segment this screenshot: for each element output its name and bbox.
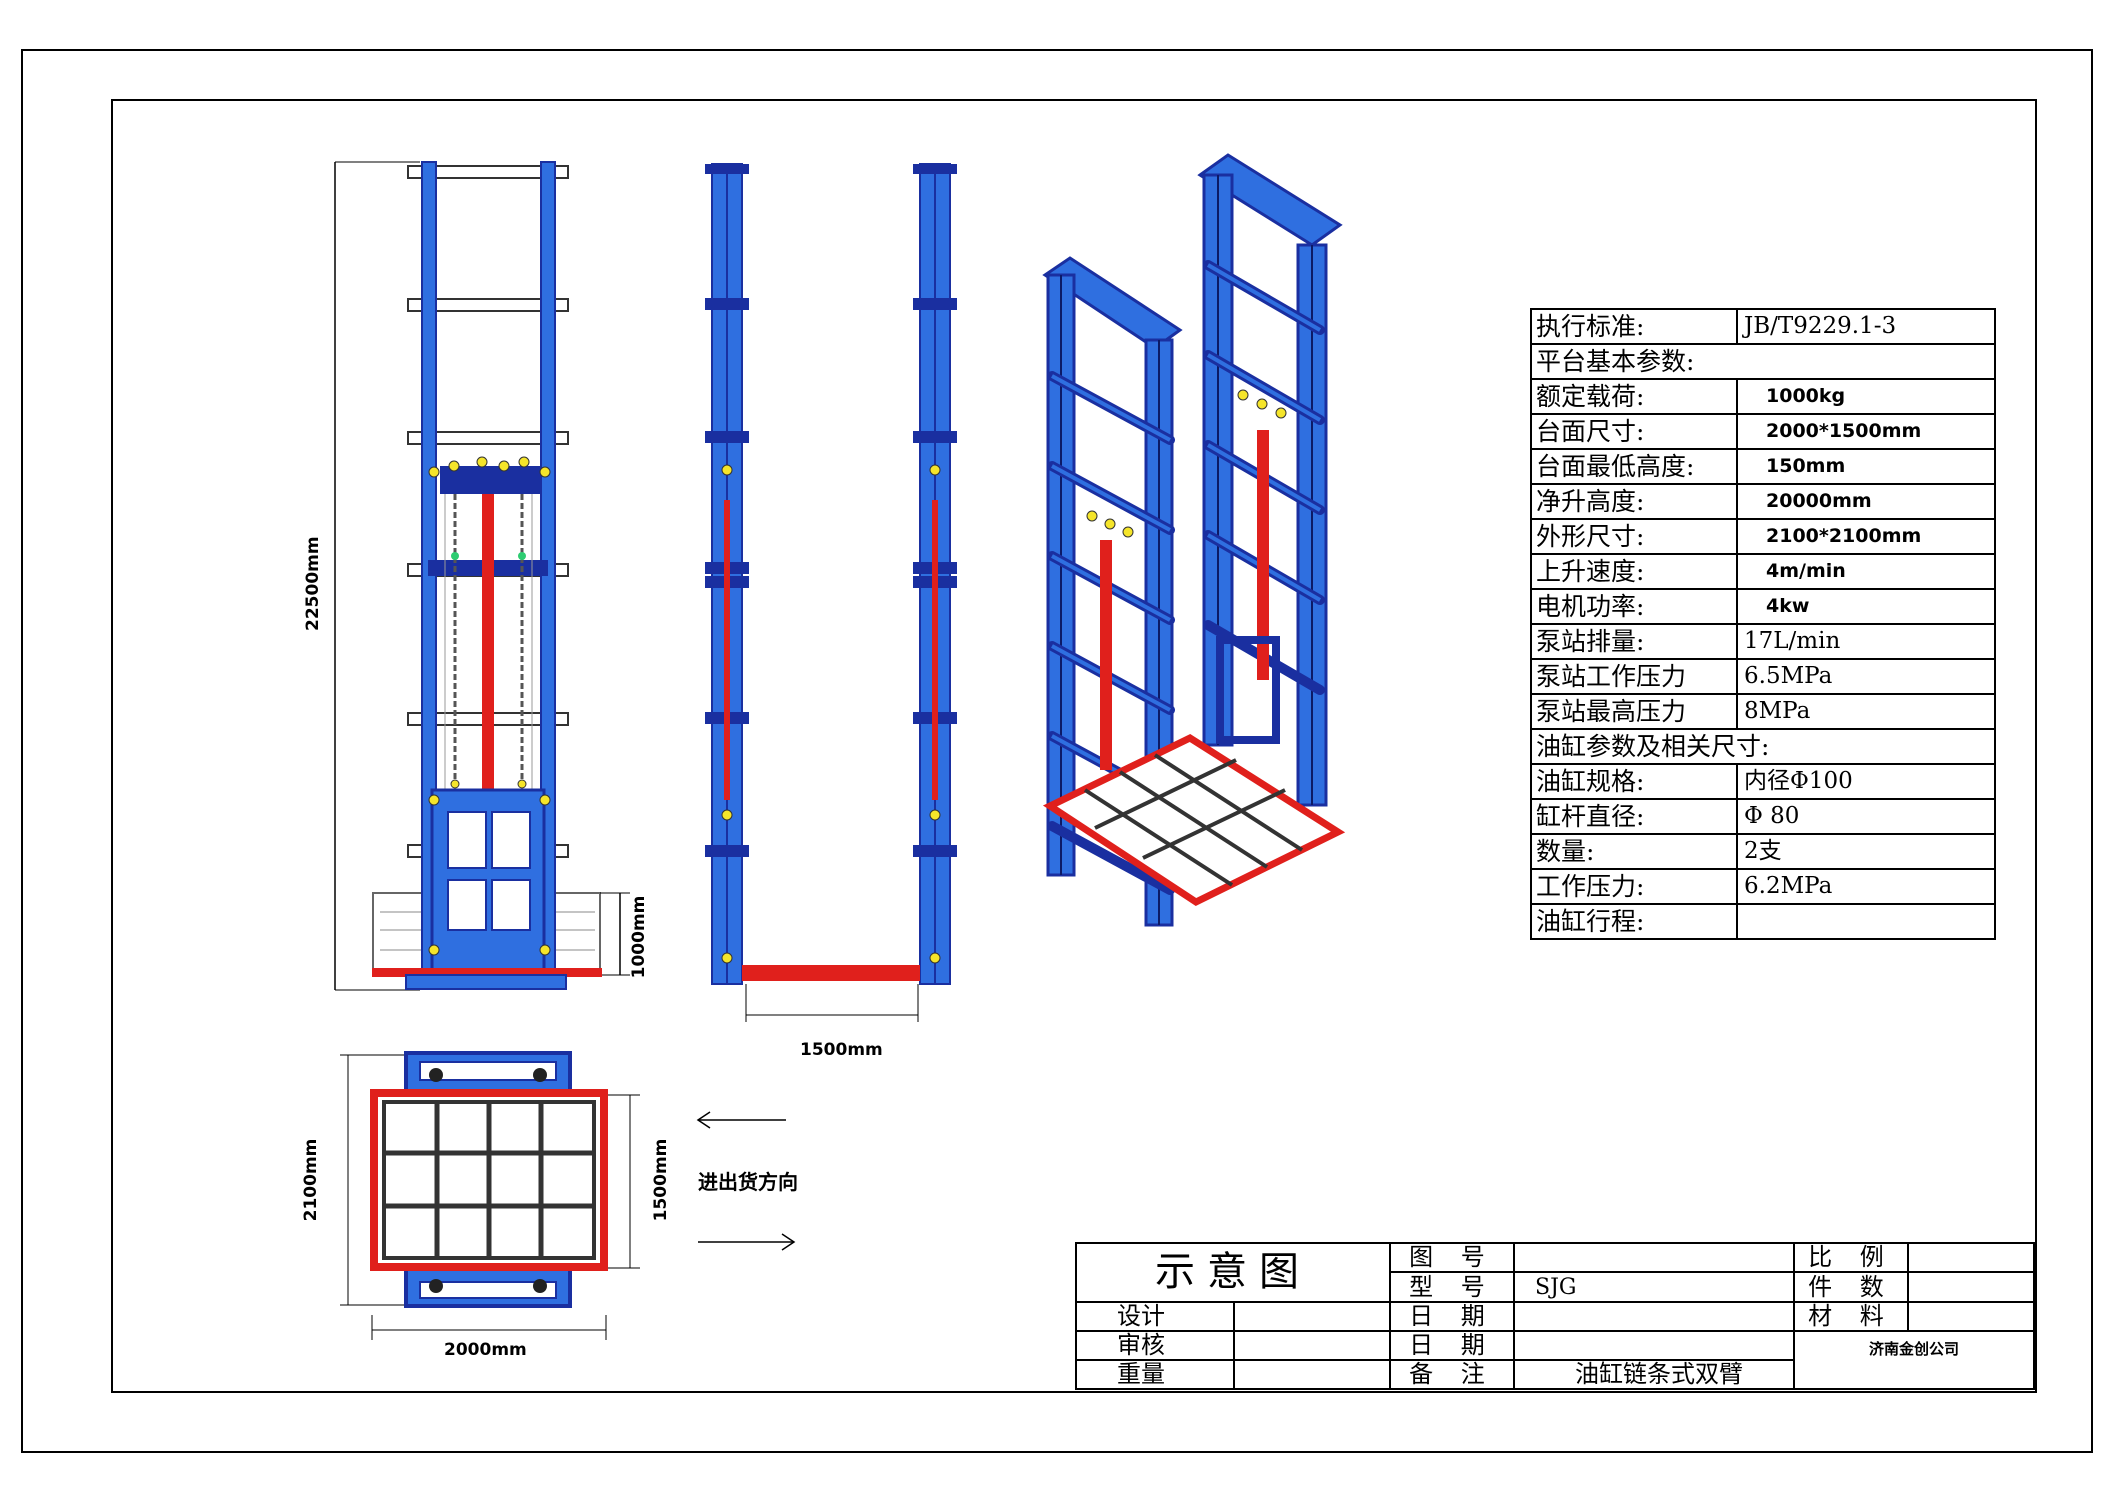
spec-label: 额定载荷: [1530,378,1738,415]
note-value: 油缸链条式双臂 [1513,1359,1795,1390]
quantity-label: 件 数 [1793,1271,1909,1303]
weight-label: 重量 [1075,1359,1235,1390]
spec-row: 油缸行程: [1530,903,1996,940]
spec-row: 电机功率:4kw [1530,588,1996,625]
date-label-1: 日 期 [1389,1301,1515,1332]
spec-row: 上升速度:4m/min [1530,553,1996,590]
spec-row: 数量:2支 [1530,833,1996,870]
design-label: 设计 [1075,1301,1235,1332]
plan-view [340,1051,796,1340]
spec-value: 8MPa [1736,693,1996,730]
spec-label: 油缸规格: [1530,763,1738,800]
review-label: 审核 [1075,1330,1235,1361]
model-value: SJG [1513,1271,1795,1303]
spec-row: 执行标准:JB/T9229.1-3 [1530,308,1996,345]
spec-label: 工作压力: [1530,868,1738,905]
inner-border [111,99,2037,1393]
company-name: 济南金创公司 [1793,1330,2035,1390]
spec-row: 平台基本参数: [1530,343,1996,380]
loading-direction-label: 进出货方向 [698,1170,798,1194]
spec-row: 额定载荷:1000kg [1530,378,1996,415]
total-height-dimension: 22500mm [303,536,323,631]
spec-row: 外形尺寸:2100*2100mm [1530,518,1996,555]
isometric-view [1042,153,1346,927]
title: 示意图 [1075,1242,1391,1303]
spec-value: 17L/min [1736,623,1996,660]
spec-row: 油缸规格:内径Φ100 [1530,763,1996,800]
spec-row: 泵站排量:17L/min [1530,623,1996,660]
spec-label: 泵站最高压力 [1530,693,1738,730]
spec-label: 电机功率: [1530,588,1738,625]
spec-value: 2支 [1736,833,1996,870]
spec-value: 4m/min [1736,553,1996,590]
spec-value: 4kw [1736,588,1996,625]
spec-label: 台面最低高度: [1530,448,1738,485]
spec-label: 泵站工作压力 [1530,658,1738,695]
date-label-2: 日 期 [1389,1330,1515,1361]
spec-value: 6.2MPa [1736,868,1996,905]
spec-value: 1000kg [1736,378,1996,415]
spec-value: 内径Φ100 [1736,763,1996,800]
spec-label: 油缸参数及相关尺寸: [1530,728,1996,765]
spec-value: 20000mm [1736,483,1996,520]
spec-value [1736,903,1996,940]
spec-label: 平台基本参数: [1530,343,1996,380]
spec-value: 6.5MPa [1736,658,1996,695]
spec-label: 外形尺寸: [1530,518,1738,555]
spec-row: 净升高度:20000mm [1530,483,1996,520]
title-block: 示意图 图 号 比 例 型 号 SJG 件 数 设计 日 期 材 料 审核 日 … [1075,1242,2035,1390]
model-label: 型 号 [1389,1271,1515,1303]
spec-value: Φ 80 [1736,798,1996,835]
drawing-no-label: 图 号 [1389,1242,1515,1273]
note-label: 备 注 [1389,1359,1515,1390]
spec-label: 上升速度: [1530,553,1738,590]
spec-label: 缸杆直径: [1530,798,1738,835]
quantity-value [1907,1271,2035,1303]
material-label: 材 料 [1793,1301,1909,1332]
spec-value: 2000*1500mm [1736,413,1996,450]
spec-label: 执行标准: [1530,308,1738,345]
front-view [334,161,630,991]
spec-row: 台面最低高度:150mm [1530,448,1996,485]
spec-label: 净升高度: [1530,483,1738,520]
spec-row: 油缸参数及相关尺寸: [1530,728,1996,765]
spec-label: 数量: [1530,833,1738,870]
spec-row: 工作压力:6.2MPa [1530,868,1996,905]
side-view [705,163,957,1022]
spec-label: 油缸行程: [1530,903,1738,940]
spec-row: 缸杆直径:Φ 80 [1530,798,1996,835]
spec-label: 泵站排量: [1530,623,1738,660]
material-value [1907,1301,2035,1332]
outer-border [21,49,2093,1453]
plan-depth-dimension: 2100mm [301,1138,321,1222]
spec-value: 150mm [1736,448,1996,485]
scale-value [1907,1242,2035,1273]
spec-value: JB/T9229.1-3 [1736,308,1996,345]
side-span-dimension: 1500mm [800,1040,883,1060]
scale-label: 比 例 [1793,1242,1909,1273]
drawing-no [1513,1242,1795,1273]
base-height-dimension: 1000mm [629,895,649,979]
spec-row: 台面尺寸:2000*1500mm [1530,413,1996,450]
plan-width-dimension: 2000mm [444,1340,527,1360]
plan-platform-depth-dimension: 1500mm [651,1138,671,1222]
spec-label: 台面尺寸: [1530,413,1738,450]
spec-value: 2100*2100mm [1736,518,1996,555]
